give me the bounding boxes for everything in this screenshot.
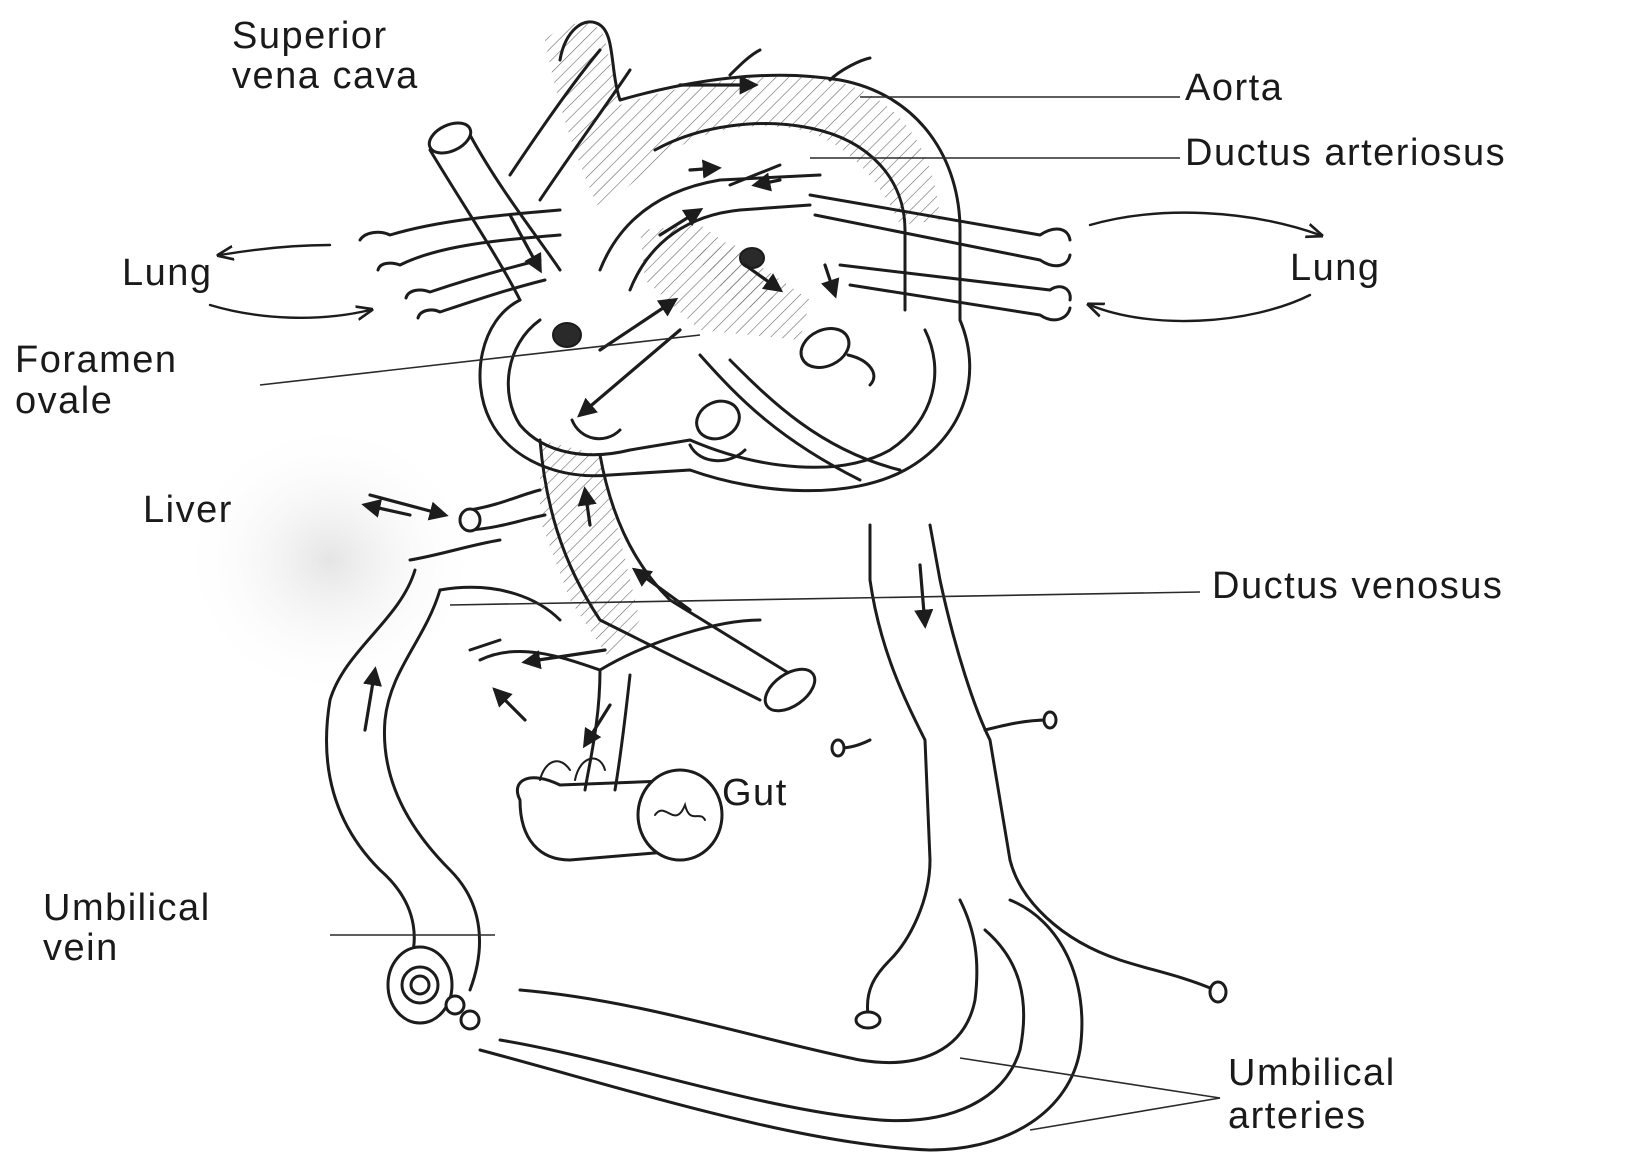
label-foramen-ovale-line2: ovale — [15, 380, 113, 422]
label-ductus-arteriosus: Ductus arteriosus — [1185, 132, 1506, 174]
ivc-opening — [758, 661, 822, 719]
foramen-ovale-opening — [553, 323, 581, 347]
liver-shading — [180, 420, 480, 700]
label-umbilical-arteries-line2: arteries — [1228, 1095, 1367, 1137]
label-umbilical-vein-line1: Umbilical — [43, 887, 211, 929]
label-lung-left: Lung — [122, 252, 213, 294]
oxygenated-blood-hatching — [540, 23, 940, 660]
gut-cross-section — [638, 770, 722, 860]
label-umbilical-arteries-line1: Umbilical — [1228, 1052, 1396, 1094]
label-umbilical-vein-line2: vein — [43, 927, 119, 969]
label-lung-right: Lung — [1290, 247, 1381, 289]
label-aorta: Aorta — [1185, 67, 1283, 109]
label-ductus-venosus: Ductus venosus — [1212, 565, 1503, 607]
label-superior-vena-cava-line2: vena cava — [232, 55, 419, 97]
hepatic-vein-opening — [460, 509, 480, 531]
label-foramen-ovale-line1: Foramen — [15, 339, 178, 381]
label-gut: Gut — [722, 772, 788, 814]
label-liver: Liver — [143, 489, 233, 531]
label-superior-vena-cava-line1: Superior — [232, 15, 388, 57]
